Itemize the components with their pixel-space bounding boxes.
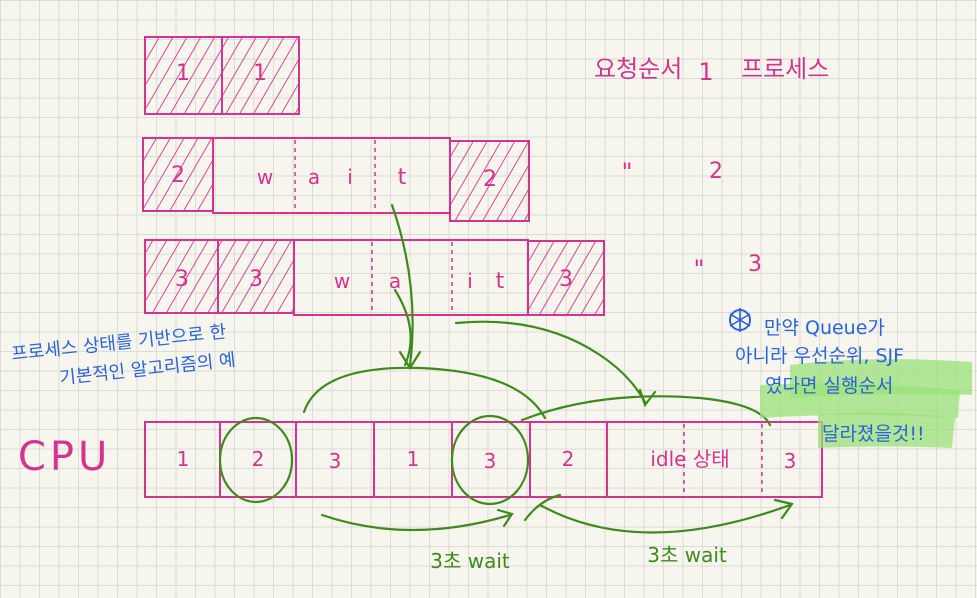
cpu-cell-6: 2 — [562, 447, 575, 471]
cpu-bar — [144, 421, 823, 498]
cpu-cell-4: 1 — [407, 447, 420, 471]
header-table: 요청순서 프로세스 1 " " 2 3 — [594, 55, 829, 283]
order-value-1: 1 — [698, 58, 713, 86]
arrow-down-1 — [390, 203, 414, 367]
row2-cell-1-label: 2 — [171, 163, 185, 188]
arc-wait-2-tail — [523, 493, 562, 522]
row3-run-cell-2 — [217, 239, 295, 314]
process-header: 프로세스 — [741, 55, 829, 83]
order-value-2: " — [621, 158, 632, 186]
cpu-cell-5: 3 — [484, 449, 497, 473]
highlight-3 — [818, 412, 955, 448]
cpu-cell-1: 1 — [177, 447, 190, 471]
cpu-cell-idle: idle 상태 — [650, 447, 729, 471]
arrowhead-4 — [773, 498, 794, 520]
row1-cell-2-label: 1 — [253, 61, 267, 86]
arc-top-right — [520, 395, 772, 427]
circle-cpu-2 — [218, 416, 294, 504]
process-value-3: 3 — [748, 252, 762, 277]
row3-wait-letter-2: a — [389, 269, 401, 293]
cpu-label: CPU — [18, 434, 111, 480]
left-note: 프로세스 상태를 기반으로 한 기본적인 알고리즘의 예 — [10, 322, 236, 389]
right-note: 만약 Queue가 아니라 우선순위, SJF 였다면 실행순서 달라졌을것!! — [729, 308, 972, 448]
right-note-line-4: 달라졌을것!! — [822, 423, 925, 445]
row2-wait-block — [212, 137, 451, 214]
highlight-2 — [760, 383, 960, 418]
row2-cell-2-label: 2 — [483, 167, 497, 192]
cpu-cell-8: 3 — [784, 449, 797, 473]
process-row-2: 2 2 w a i t — [142, 137, 530, 222]
row2-wait-letter-1: w — [257, 165, 273, 189]
arc-to-idle — [454, 320, 647, 404]
row1-cell-1-label: 1 — [176, 61, 190, 86]
wait-label-1: 3초 wait — [430, 549, 510, 573]
row1-run-cell-1 — [144, 36, 223, 115]
row3-cell-1-label: 3 — [175, 267, 189, 292]
order-header: 요청순서 — [594, 55, 682, 83]
cpu-timeline: CPU 1 2 3 1 3 2 idle 상태 3 — [18, 421, 823, 498]
arrow-down-2 — [393, 288, 412, 367]
row3-wait-letter-3: i — [467, 269, 473, 293]
right-note-line-2: 아니라 우선순위, SJF — [735, 345, 904, 367]
row1-run-cell-2 — [221, 36, 300, 115]
arc-top-left — [302, 366, 547, 420]
green-annotations — [218, 203, 794, 534]
cpu-cell-2: 2 — [252, 447, 265, 471]
row2-wait-letter-2: a — [308, 165, 320, 189]
wait-label-2: 3초 wait — [647, 543, 727, 567]
star-icon-strokes — [729, 308, 751, 332]
row2-run-cell-1 — [142, 137, 214, 212]
order-value-3: " — [693, 255, 704, 283]
row3-wait-letter-1: w — [334, 269, 350, 293]
row3-run-cell-3 — [527, 240, 605, 316]
process-row-3: 3 3 3 w a i t — [144, 239, 605, 316]
circle-cpu-3 — [450, 414, 530, 506]
cpu-cell-3: 3 — [329, 449, 342, 473]
arrowhead-3 — [496, 508, 514, 528]
row2-wait-letter-4: t — [398, 165, 407, 190]
process-row-1: 1 1 — [144, 36, 300, 115]
arc-wait-2 — [538, 503, 792, 534]
arc-wait-1 — [320, 513, 512, 532]
process-value-2: 2 — [709, 159, 723, 184]
row3-wait-letter-4: t — [496, 269, 505, 294]
right-note-line-1: 만약 Queue가 — [764, 317, 885, 339]
row2-run-cell-2 — [449, 140, 530, 222]
row3-cell-2-label: 3 — [249, 267, 263, 292]
right-note-line-3: 였다면 실행순서 — [765, 375, 893, 397]
row3-cell-3-label: 3 — [559, 267, 573, 292]
row2-wait-letter-3: i — [347, 165, 353, 189]
